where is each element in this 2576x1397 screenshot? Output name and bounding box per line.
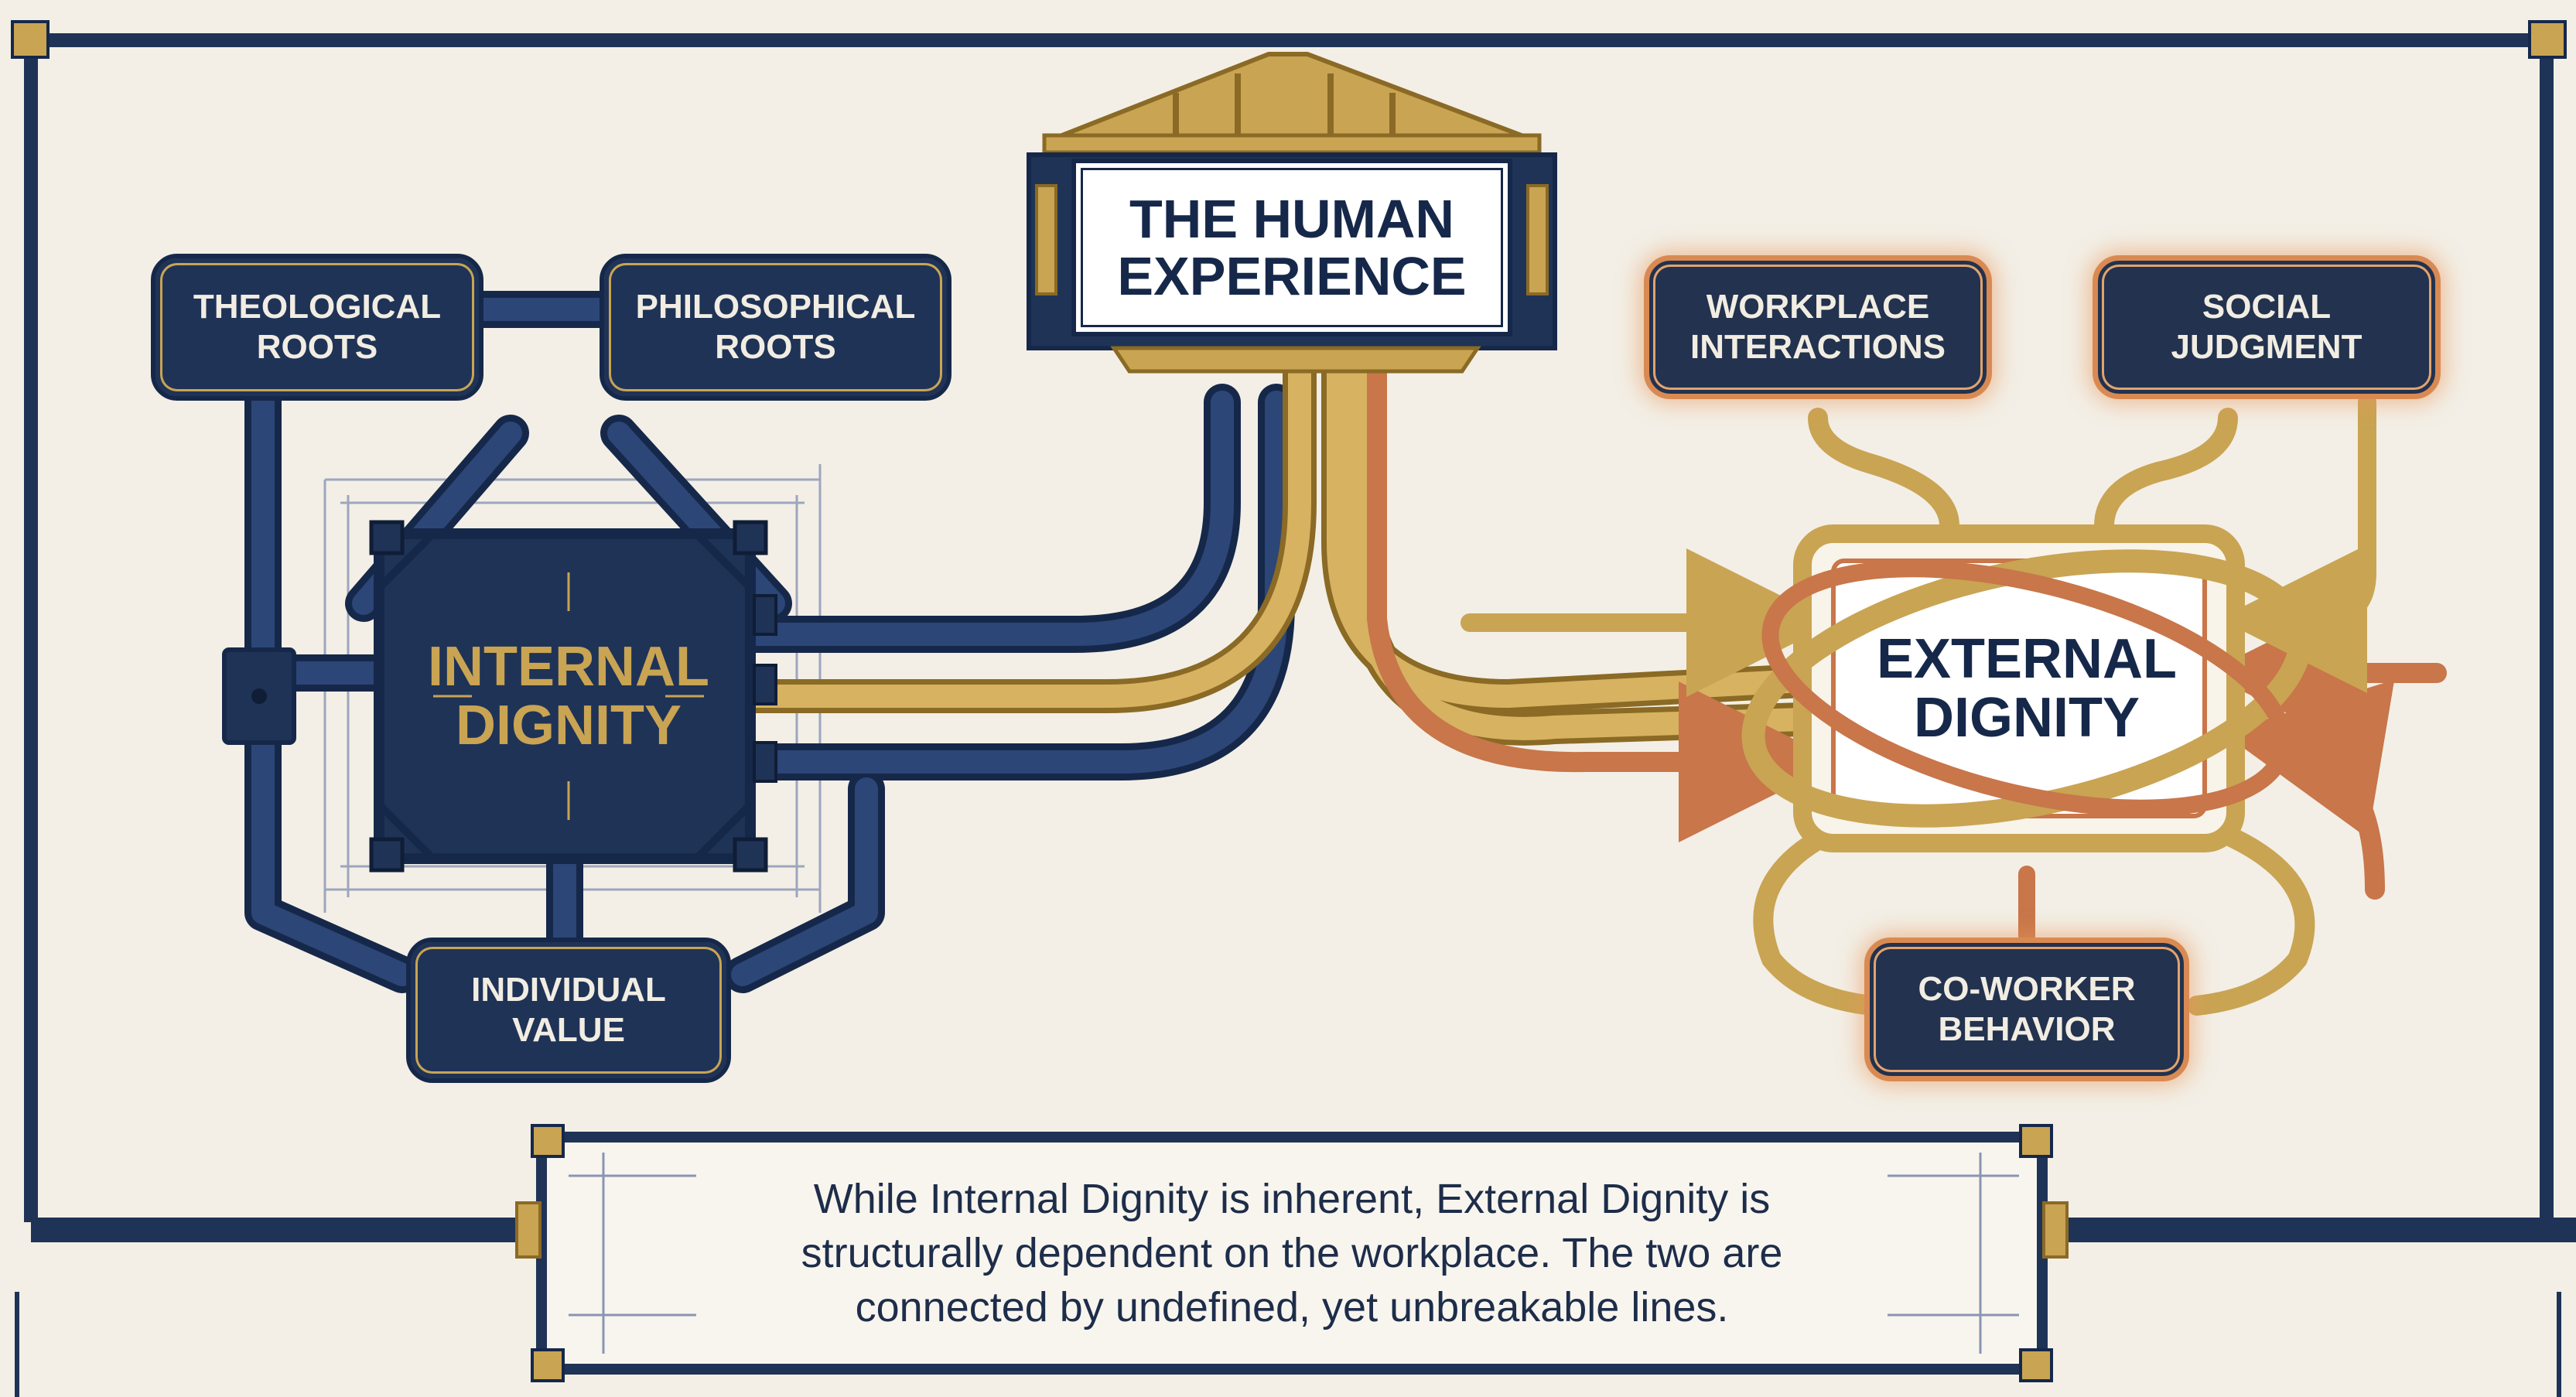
node-philosophical-roots-label: PHILOSOPHICAL ROOTS (635, 288, 916, 366)
caption-frame (515, 1124, 2069, 1382)
internal-dignity-center: INTERNAL DIGNITY (402, 603, 735, 789)
caption-text: While Internal Dignity is inherent, Exte… (588, 1153, 1996, 1354)
human-experience-title-text: THE HUMAN EXPERIENCE (1117, 189, 1467, 306)
node-coworker-behavior: CO-WORKER BEHAVIOR (1864, 938, 2189, 1081)
caption-paragraph: While Internal Dignity is inherent, Exte… (801, 1176, 1783, 1330)
frame-corner-top-right (2528, 20, 2567, 59)
node-individual-value-label: INDIVIDUAL VALUE (471, 971, 666, 1049)
internal-dignity-label: INTERNAL DIGNITY (428, 636, 709, 757)
node-philosophical-roots: PHILOSOPHICAL ROOTS (600, 254, 951, 401)
internal-housing (369, 520, 777, 873)
external-housing (1741, 524, 2312, 852)
frame-corner-top-left (11, 20, 50, 59)
node-coworker-behavior-label: CO-WORKER BEHAVIOR (1918, 970, 2136, 1048)
outer-frame (24, 33, 2576, 1242)
node-social-judgment-label: SOCIAL JUDGMENT (2171, 288, 2362, 366)
node-individual-value: INDIVIDUAL VALUE (406, 938, 731, 1083)
node-workplace-interactions: WORKPLACE INTERACTIONS (1644, 255, 1992, 399)
external-dignity-center: EXTERNAL DIGNITY (1857, 611, 2197, 766)
node-theological-roots-label: THEOLOGICAL ROOTS (193, 288, 442, 366)
node-social-judgment: SOCIAL JUDGMENT (2093, 255, 2441, 399)
human-experience-title: THE HUMAN EXPERIENCE (1071, 159, 1512, 336)
external-dignity-label: EXTERNAL DIGNITY (1876, 628, 2178, 749)
node-theological-roots: THEOLOGICAL ROOTS (151, 254, 483, 401)
copper-pipes (1367, 361, 2447, 1016)
node-workplace-interactions-label: WORKPLACE INTERACTIONS (1690, 288, 1946, 366)
